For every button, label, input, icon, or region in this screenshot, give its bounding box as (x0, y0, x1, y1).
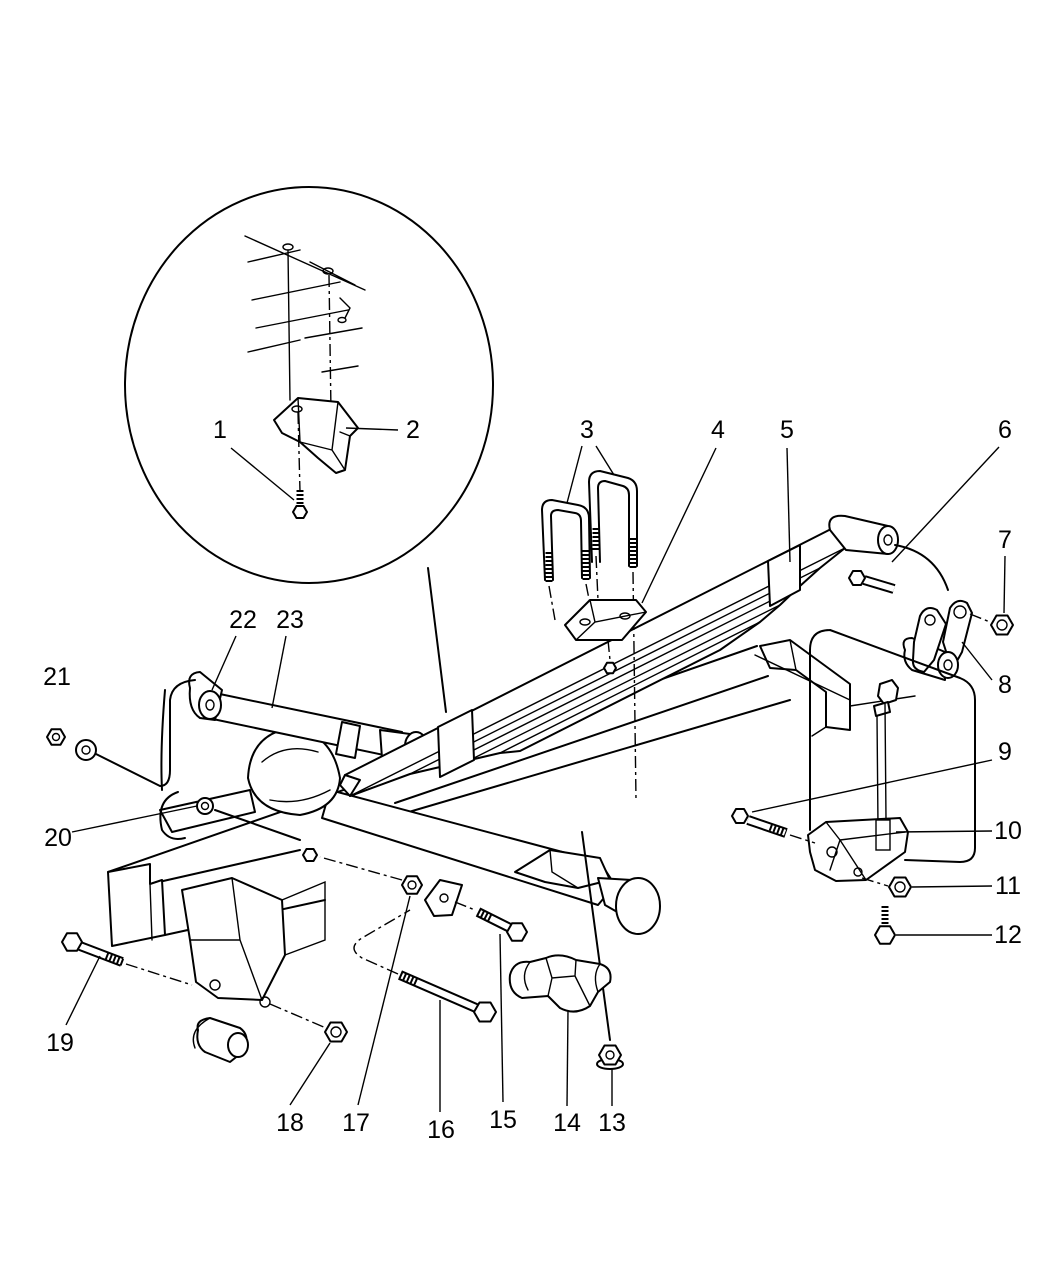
callout-4: 4 (711, 416, 725, 444)
plate-nut (603, 661, 617, 675)
part-1-bolt (292, 411, 308, 519)
detail-view (124, 186, 494, 713)
leader-9 (751, 759, 993, 813)
shackle-pivot-path-upper (894, 544, 949, 591)
leader-3b (595, 445, 615, 476)
callout-23: 23 (276, 606, 304, 634)
spring-clamp-rear (767, 544, 801, 607)
bracket-clip (873, 679, 899, 827)
part-21-nut (46, 728, 66, 746)
callout-18: 18 (276, 1109, 304, 1137)
callout-2: 2 (406, 416, 420, 444)
leader-17 (357, 895, 411, 1106)
callout-9: 9 (998, 738, 1012, 766)
leader-10 (895, 830, 993, 833)
frame-rail-left-end (107, 863, 166, 947)
callout-20: 20 (44, 824, 72, 852)
leader-22 (211, 635, 237, 691)
shock-absorber (188, 671, 428, 761)
part-12-bolt (874, 906, 896, 945)
leader-23 (271, 635, 287, 709)
leader-20 (71, 805, 198, 833)
spring-front-tip (339, 774, 361, 797)
callout-12: 12 (994, 921, 1022, 949)
leader-7 (1003, 555, 1006, 614)
callout-22: 22 (229, 606, 257, 634)
callout-7: 7 (998, 526, 1012, 554)
leader-1 (230, 447, 295, 501)
u-bolt-right (588, 470, 638, 568)
callout-8: 8 (998, 671, 1012, 699)
callout-19: 19 (46, 1029, 74, 1057)
axle-stud-nut (302, 848, 318, 862)
leader-4 (641, 447, 717, 604)
part-14-bump-stop (508, 954, 612, 1013)
callout-13: 13 (598, 1109, 626, 1137)
callout-3: 3 (580, 416, 594, 444)
part-16-bolt (353, 909, 497, 1023)
part-18-nut (269, 1003, 348, 1043)
part-7-nut (969, 613, 1014, 636)
part-8-shackle (902, 599, 973, 681)
part-11-nut (861, 876, 912, 898)
callout-1: 1 (213, 416, 227, 444)
shackle-plate-inner (911, 607, 947, 673)
shock-ring (335, 721, 361, 759)
callout-5: 5 (780, 416, 794, 444)
part-15-bolt (454, 901, 528, 942)
part-6-bolt (848, 570, 896, 594)
spring-clamp-front (437, 709, 475, 778)
hanger-bushing (192, 1017, 249, 1063)
spring-rear-eye (877, 525, 899, 555)
part-13-nut (581, 831, 624, 1070)
shock-upper-eye (198, 690, 222, 720)
part-2-bracket (273, 397, 359, 474)
leader-18 (289, 1042, 331, 1106)
detail-circle (124, 186, 494, 584)
part-10-rear-hanger-bracket (807, 817, 909, 882)
callout-10: 10 (994, 817, 1022, 845)
callout-15: 15 (489, 1106, 517, 1134)
assembly-path-left (160, 689, 166, 791)
assembly-path-axle (214, 809, 301, 841)
leader-5 (786, 447, 791, 563)
detail-frame-member (244, 235, 366, 413)
part-5-leaf-spring (339, 514, 899, 797)
callout-21: 21 (43, 663, 71, 691)
part-9-bolt (731, 808, 816, 844)
leader-2 (345, 427, 399, 431)
callout-14: 14 (553, 1109, 581, 1137)
axle-housing (159, 727, 661, 935)
axle-hub-cap (615, 877, 661, 935)
u-bolt-left (541, 499, 591, 582)
callout-labels: 1 2 3 4 5 6 7 8 9 10 11 12 13 14 15 16 1… (43, 416, 1022, 1144)
leader-3a (566, 445, 583, 504)
leader-8 (961, 641, 993, 681)
shackle-pivot-path (809, 629, 976, 863)
part-19-bolt (61, 932, 193, 986)
callout-6: 6 (998, 416, 1012, 444)
axle-left-flange (159, 791, 186, 840)
detail-pointer-line (427, 567, 447, 713)
part-20-washer (75, 679, 196, 787)
leader-11 (911, 885, 993, 888)
callout-11: 11 (995, 872, 1021, 900)
leader-19 (65, 955, 101, 1026)
front-hanger-bracket (181, 877, 326, 1063)
leader-6 (891, 446, 1000, 563)
part-17-nut (319, 856, 423, 895)
differential-housing (247, 727, 341, 816)
part-4-spring-plate (564, 599, 647, 675)
spring-seat-bracket (424, 879, 463, 917)
leader-lines (65, 427, 1006, 1112)
callout-17: 17 (342, 1109, 370, 1137)
leader-14 (566, 1009, 569, 1107)
shock-lower-mount-stud (196, 797, 214, 815)
leader-15 (499, 933, 504, 1103)
callout-16: 16 (427, 1116, 455, 1144)
frame-rail-right-end (759, 639, 851, 731)
